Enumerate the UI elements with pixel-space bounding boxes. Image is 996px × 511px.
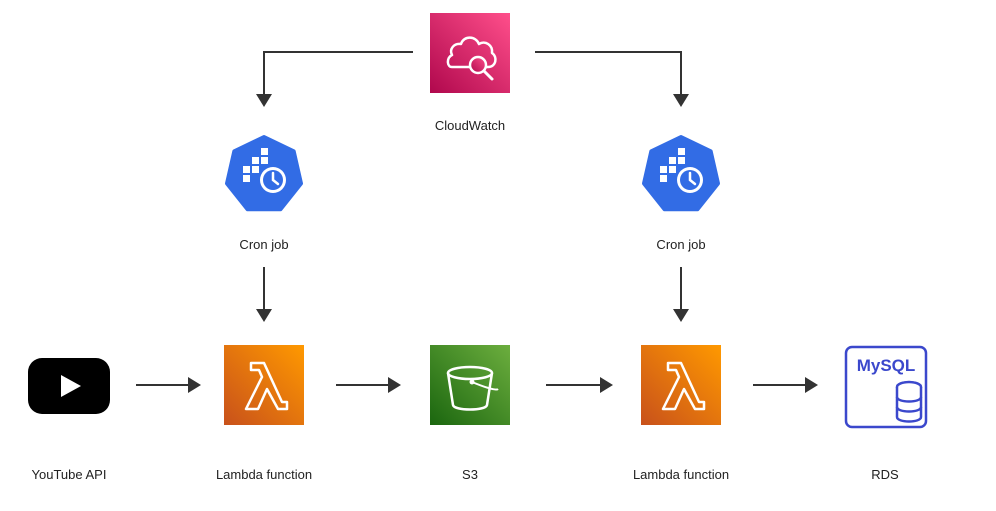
mysql-rds-icon: MySQL <box>844 345 928 429</box>
database-cylinder-icon <box>895 380 923 423</box>
edge-lambda-left-to-s3 <box>336 377 401 393</box>
cron-job-left-icon <box>225 135 303 212</box>
mysql-icon-text: MySQL <box>857 356 916 375</box>
edge-lambda-right-to-rds <box>753 377 818 393</box>
s3-label: S3 <box>462 467 478 482</box>
edge-cron-left-to-lambda-left <box>256 267 272 322</box>
youtube-icon <box>28 358 110 414</box>
edge-cloudwatch-to-cron-right <box>535 51 689 107</box>
lambda-left-icon <box>224 345 304 425</box>
cron-job-left-label: Cron job <box>239 237 289 252</box>
cloudwatch-label: CloudWatch <box>434 118 506 133</box>
cron-job-right-icon <box>642 135 720 212</box>
edge-s3-to-lambda-right <box>546 377 613 393</box>
youtube-api-label: YouTube API <box>31 467 107 482</box>
lambda-right-icon <box>641 345 721 425</box>
cron-job-right-label: Cron job <box>656 237 706 252</box>
lambda-left-label: Lambda function <box>215 467 313 482</box>
cloudwatch-icon <box>430 13 510 93</box>
edge-cloudwatch-to-cron-left <box>256 51 413 107</box>
edge-youtube-to-lambda-left <box>136 377 201 393</box>
rds-label: RDS <box>871 467 899 482</box>
lambda-right-label: Lambda function <box>632 467 730 482</box>
edge-cron-right-to-lambda-right <box>673 267 689 322</box>
s3-icon <box>430 345 510 425</box>
